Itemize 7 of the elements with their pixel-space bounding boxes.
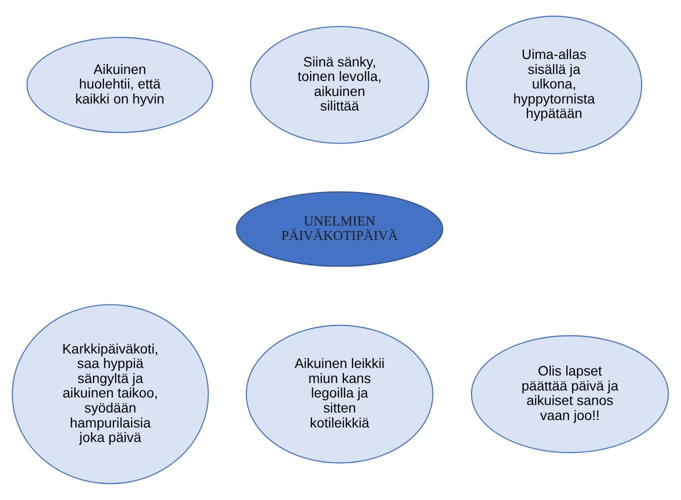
node-circle: Karkkipäiväkoti, saa hyppiä sängyltä ja aikuinen taikoo, syödään hampurilaisia joka päivä: [12, 304, 209, 484]
node-ellipse: Aikuinen huolehtii, että kaikki on hyvin: [26, 36, 214, 134]
node-ellipse: UNELMIEN PÄIVÄKOTIPÄIVÄ: [236, 191, 444, 267]
node-ellipse: Aikuinen leikkii miun kans legoilla ja sitten kotileikkiä: [246, 324, 434, 464]
node-ellipse: Uima-allas sisällä ja ulkona, hyppytornista hypätään: [466, 16, 642, 154]
node-ellipse: Olis lapset päättää päivä ja aikuiset sanos vaan joo!!: [470, 335, 669, 454]
node-ellipse: Siinä sänky, toinen levolla, aikuinen silittää: [250, 26, 430, 144]
